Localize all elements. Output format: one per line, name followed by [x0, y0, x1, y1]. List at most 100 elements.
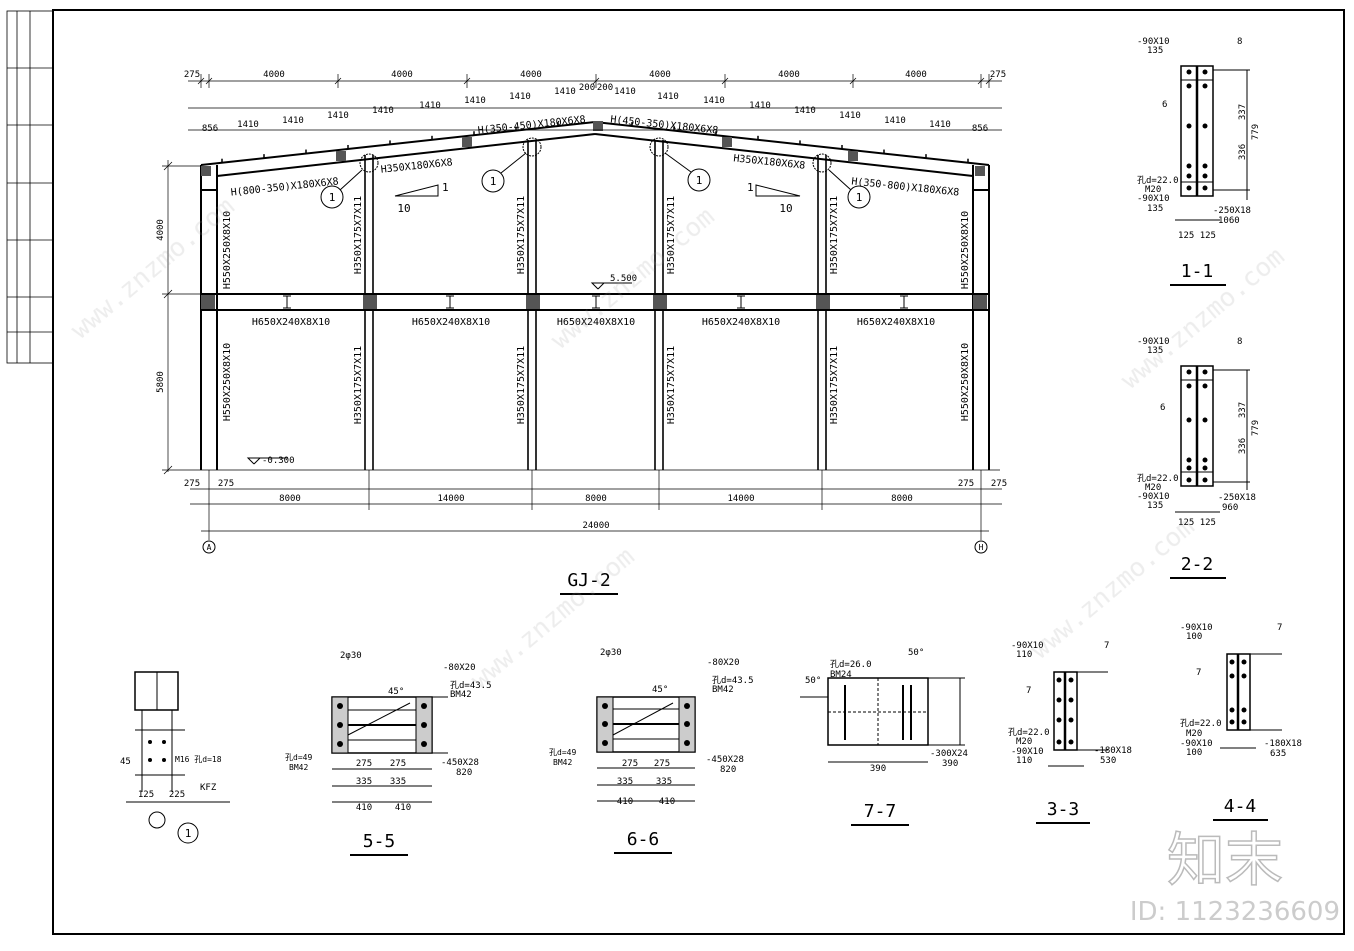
s44-p1: -90X10 — [1180, 623, 1213, 633]
s22-p2b: 135 — [1147, 501, 1163, 511]
s11-hole: 孔d=22.0 — [1137, 175, 1179, 186]
s11-d2: 336 — [1238, 144, 1248, 160]
label-col-inner-2-top: H350X175X7X11 — [516, 196, 527, 274]
s66-w1: 275 — [622, 759, 638, 769]
d1-kfz: KFZ — [200, 783, 217, 793]
label-rafter-end-right: H(350-800)X180X6X8 — [851, 176, 960, 198]
connection-blocks — [201, 121, 987, 309]
dim-rr-4: 1410 — [749, 101, 771, 111]
mezzanine-beam — [201, 293, 989, 311]
s44-p1b: -90X10 — [1180, 739, 1213, 749]
dim-rl-8: 1410 — [554, 87, 576, 97]
section-6-6-bolts — [602, 703, 690, 746]
label-rafter-mid-right: H(450-350)X180X6X8 — [610, 114, 719, 136]
slope-left-den: 10 — [397, 202, 410, 215]
s44-hole: 孔d=22.0 — [1180, 718, 1222, 729]
detail-callouts — [320, 137, 871, 209]
bolt — [1186, 383, 1192, 389]
bolt — [1202, 369, 1208, 375]
s66-p2: -450X28 — [706, 755, 744, 765]
slope-left-num: 1 — [442, 181, 449, 194]
d1-bolt: M16 孔d=18 — [175, 755, 222, 764]
bolt — [1186, 123, 1192, 129]
bolt — [1202, 83, 1208, 89]
s66-b1: BM42 — [712, 685, 734, 695]
dim-rl-3: 1410 — [327, 111, 349, 121]
detail-1 — [126, 671, 230, 844]
label-col-outer-right-bot: H550X250X8X10 — [960, 343, 971, 421]
s66-w2: 275 — [654, 759, 670, 769]
s55-label: 5-5 — [363, 831, 396, 852]
label-col-inner-1-bot: H350X175X7X11 — [353, 346, 364, 424]
s33-p1b: -90X10 — [1011, 747, 1044, 757]
dim-rl-2: 1410 — [282, 116, 304, 126]
s33-p3: -180X18 — [1094, 746, 1132, 756]
d1-w1: 125 — [138, 790, 154, 800]
label-col-inner-3-bot: H350X175X7X11 — [666, 346, 677, 424]
s66-hole: 孔d=49 — [549, 748, 576, 757]
dim-rr-0: 200 — [597, 83, 613, 93]
dim-rr-2: 1410 — [657, 92, 679, 102]
dim-rl-4: 1410 — [372, 106, 394, 116]
bolt — [1186, 417, 1192, 423]
section-4-4-bolts — [1229, 659, 1247, 725]
label-rafter-span-left: H350X180X6X8 — [380, 157, 453, 175]
connection-block — [816, 295, 830, 309]
s55-b1b: BM42 — [289, 763, 308, 772]
s11-p1b: -90X10 — [1137, 194, 1170, 204]
dim-rl-9: 200 — [579, 83, 595, 93]
bolt — [1202, 123, 1208, 129]
detail-1-bolts — [148, 740, 166, 762]
s22-p2: 135 — [1147, 346, 1163, 356]
s66-p3: 820 — [720, 765, 736, 775]
s11-label: 1-1 — [1181, 261, 1214, 282]
elevation-mid: 5.500 — [610, 274, 637, 284]
s55-hole2: 孔d=43.5 — [450, 680, 492, 691]
dim-height-top: 4000 — [156, 219, 166, 241]
label-beam-3: H650X240X8X10 — [557, 317, 635, 328]
dim-top-4: 4000 — [649, 70, 671, 80]
connection-block — [722, 137, 732, 147]
s44-p3: -180X18 — [1264, 739, 1302, 749]
slope-right-num: 1 — [747, 181, 754, 194]
rafters — [200, 121, 990, 191]
s11-p4: 1060 — [1218, 216, 1240, 226]
outer-columns — [200, 165, 990, 470]
s22-p3: -250X18 — [1218, 493, 1256, 503]
s77-bolt: BM24 — [830, 670, 852, 680]
s66-top: 2φ30 — [600, 648, 622, 658]
s11-w: 125 125 — [1178, 231, 1216, 241]
dim-span-2: 14000 — [437, 494, 464, 504]
slope-symbols — [394, 184, 801, 197]
d1-label: 1 — [185, 827, 192, 840]
s33-p2: 110 — [1016, 650, 1032, 660]
s77-ang2: 50° — [805, 676, 821, 686]
label-rafter-end-left: H(800-350)X180X6X8 — [230, 176, 339, 198]
dim-height-bottom: 5800 — [156, 371, 166, 393]
s55-w4: 335 — [390, 777, 406, 787]
purlin-marks — [221, 122, 969, 163]
bolt — [1186, 477, 1192, 483]
dim-span-1: 8000 — [279, 494, 301, 504]
dim-span-4: 14000 — [727, 494, 754, 504]
inner-columns — [364, 140, 827, 470]
s22-d3: 779 — [1251, 420, 1261, 436]
s77-w1: 390 — [870, 764, 886, 774]
dim-rr-6: 1410 — [839, 111, 861, 121]
section-2-2 — [1175, 365, 1250, 513]
bolt — [1202, 417, 1208, 423]
connection-block — [336, 151, 346, 161]
s33-k2: 7 — [1026, 686, 1031, 696]
bolt — [1186, 69, 1192, 75]
dim-top-1: 4000 — [263, 70, 285, 80]
dim-top-0: 275 — [184, 70, 200, 80]
s33-p2b: 110 — [1016, 756, 1032, 766]
bolt — [1202, 457, 1208, 463]
s66-w6: 410 — [659, 797, 675, 807]
rafter-dims-left: 856 1410 1410 1410 1410 1410 1410 1410 1… — [202, 83, 595, 134]
s77-p2: 390 — [942, 759, 958, 769]
label-col-outer-left-top: H550X250X8X10 — [222, 211, 233, 289]
s11-p2b: 135 — [1147, 204, 1163, 214]
section-1-1 — [1175, 65, 1250, 221]
sheet-border — [52, 9, 1345, 935]
